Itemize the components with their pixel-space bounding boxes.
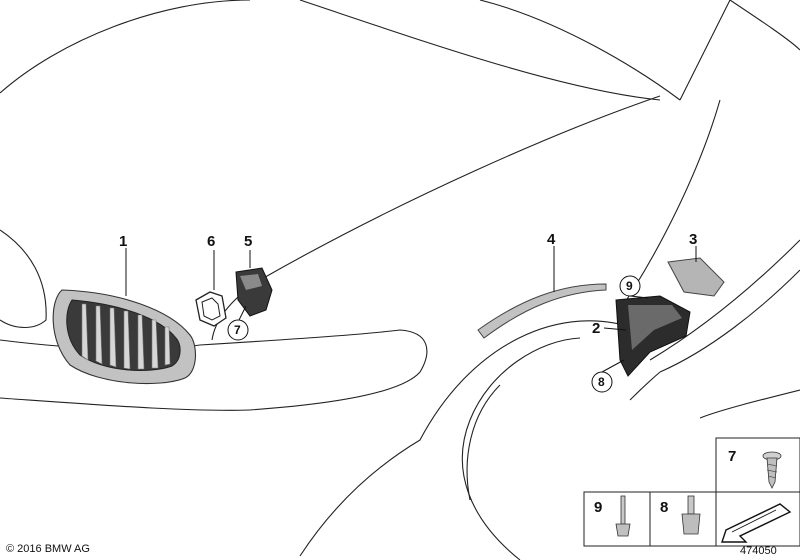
bracket-part-6 [195, 291, 227, 327]
legend-box-screw [715, 437, 800, 493]
fastener-legend: 7 9 8 [583, 437, 800, 547]
callout-1: 1 [119, 233, 127, 250]
leader-lines [125, 246, 697, 373]
legend-label-7: 7 [728, 448, 736, 465]
legend-label-9: 9 [594, 499, 602, 516]
callout-4: 4 [547, 231, 556, 248]
screw-icon [762, 451, 782, 489]
circled-callout-9: 9 [619, 275, 641, 297]
legend-label-8: 8 [660, 499, 668, 516]
callout-6: 6 [207, 233, 215, 250]
callout-2: 2 [592, 320, 600, 337]
svg-text:8: 8 [598, 375, 605, 389]
svg-text:7: 7 [234, 323, 241, 337]
circled-callout-7: 7 [227, 319, 249, 341]
callout-5: 5 [244, 233, 252, 250]
callout-3: 3 [689, 231, 697, 248]
air-duct-part-2 [615, 295, 691, 377]
push-clip-icon [681, 495, 701, 535]
diagram-number: 474050 [740, 545, 777, 557]
fastener-direction-arrow-icon [721, 503, 792, 543]
cover-part-3 [667, 257, 725, 297]
expanding-rivet-icon [615, 495, 631, 537]
trim-strip-part-4 [477, 283, 607, 339]
svg-text:9: 9 [626, 279, 633, 293]
sensor-part-5 [235, 267, 273, 317]
circled-callout-8: 8 [591, 371, 613, 393]
copyright-text: © 2016 BMW AG [6, 543, 90, 555]
grille-part [52, 289, 196, 385]
legend-box-clip-9 [583, 491, 651, 547]
